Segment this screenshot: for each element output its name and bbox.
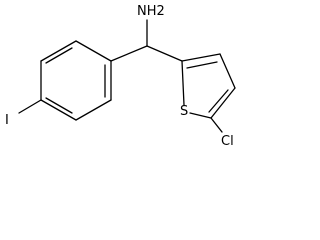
bond-c-iodine [18,99,42,114]
bond-c-chlorine [210,117,223,133]
chemical-structure-diagram: NH2 I S Cl [5,4,236,149]
bond-c-phenyl [110,45,148,62]
amine-label: NH2 [137,4,165,19]
sulfur-label: S [180,104,188,119]
iodine-label: I [5,113,9,128]
chlorine-label: Cl [221,134,234,149]
bond-c-thiophene [146,45,183,62]
benzene-ring [40,40,112,121]
thiophene-ring [181,53,236,119]
